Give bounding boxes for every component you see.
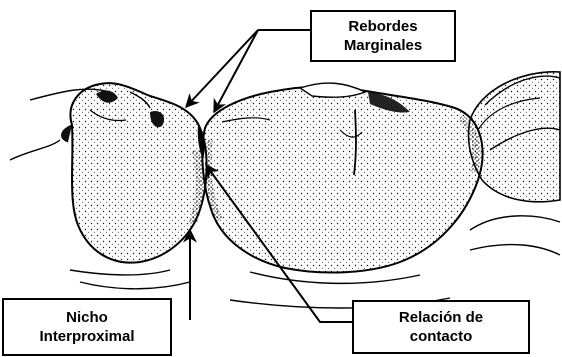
adjacent-tooth-right (469, 72, 561, 202)
left-tooth (62, 83, 207, 263)
label-nicho-interproximal: Nicho Interproximal (2, 298, 172, 356)
label-rebordes-marginales: Rebordes Marginales (310, 10, 456, 62)
label-relacion-de-contacto: Relación de contacto (352, 300, 530, 354)
right-tooth (202, 83, 482, 272)
